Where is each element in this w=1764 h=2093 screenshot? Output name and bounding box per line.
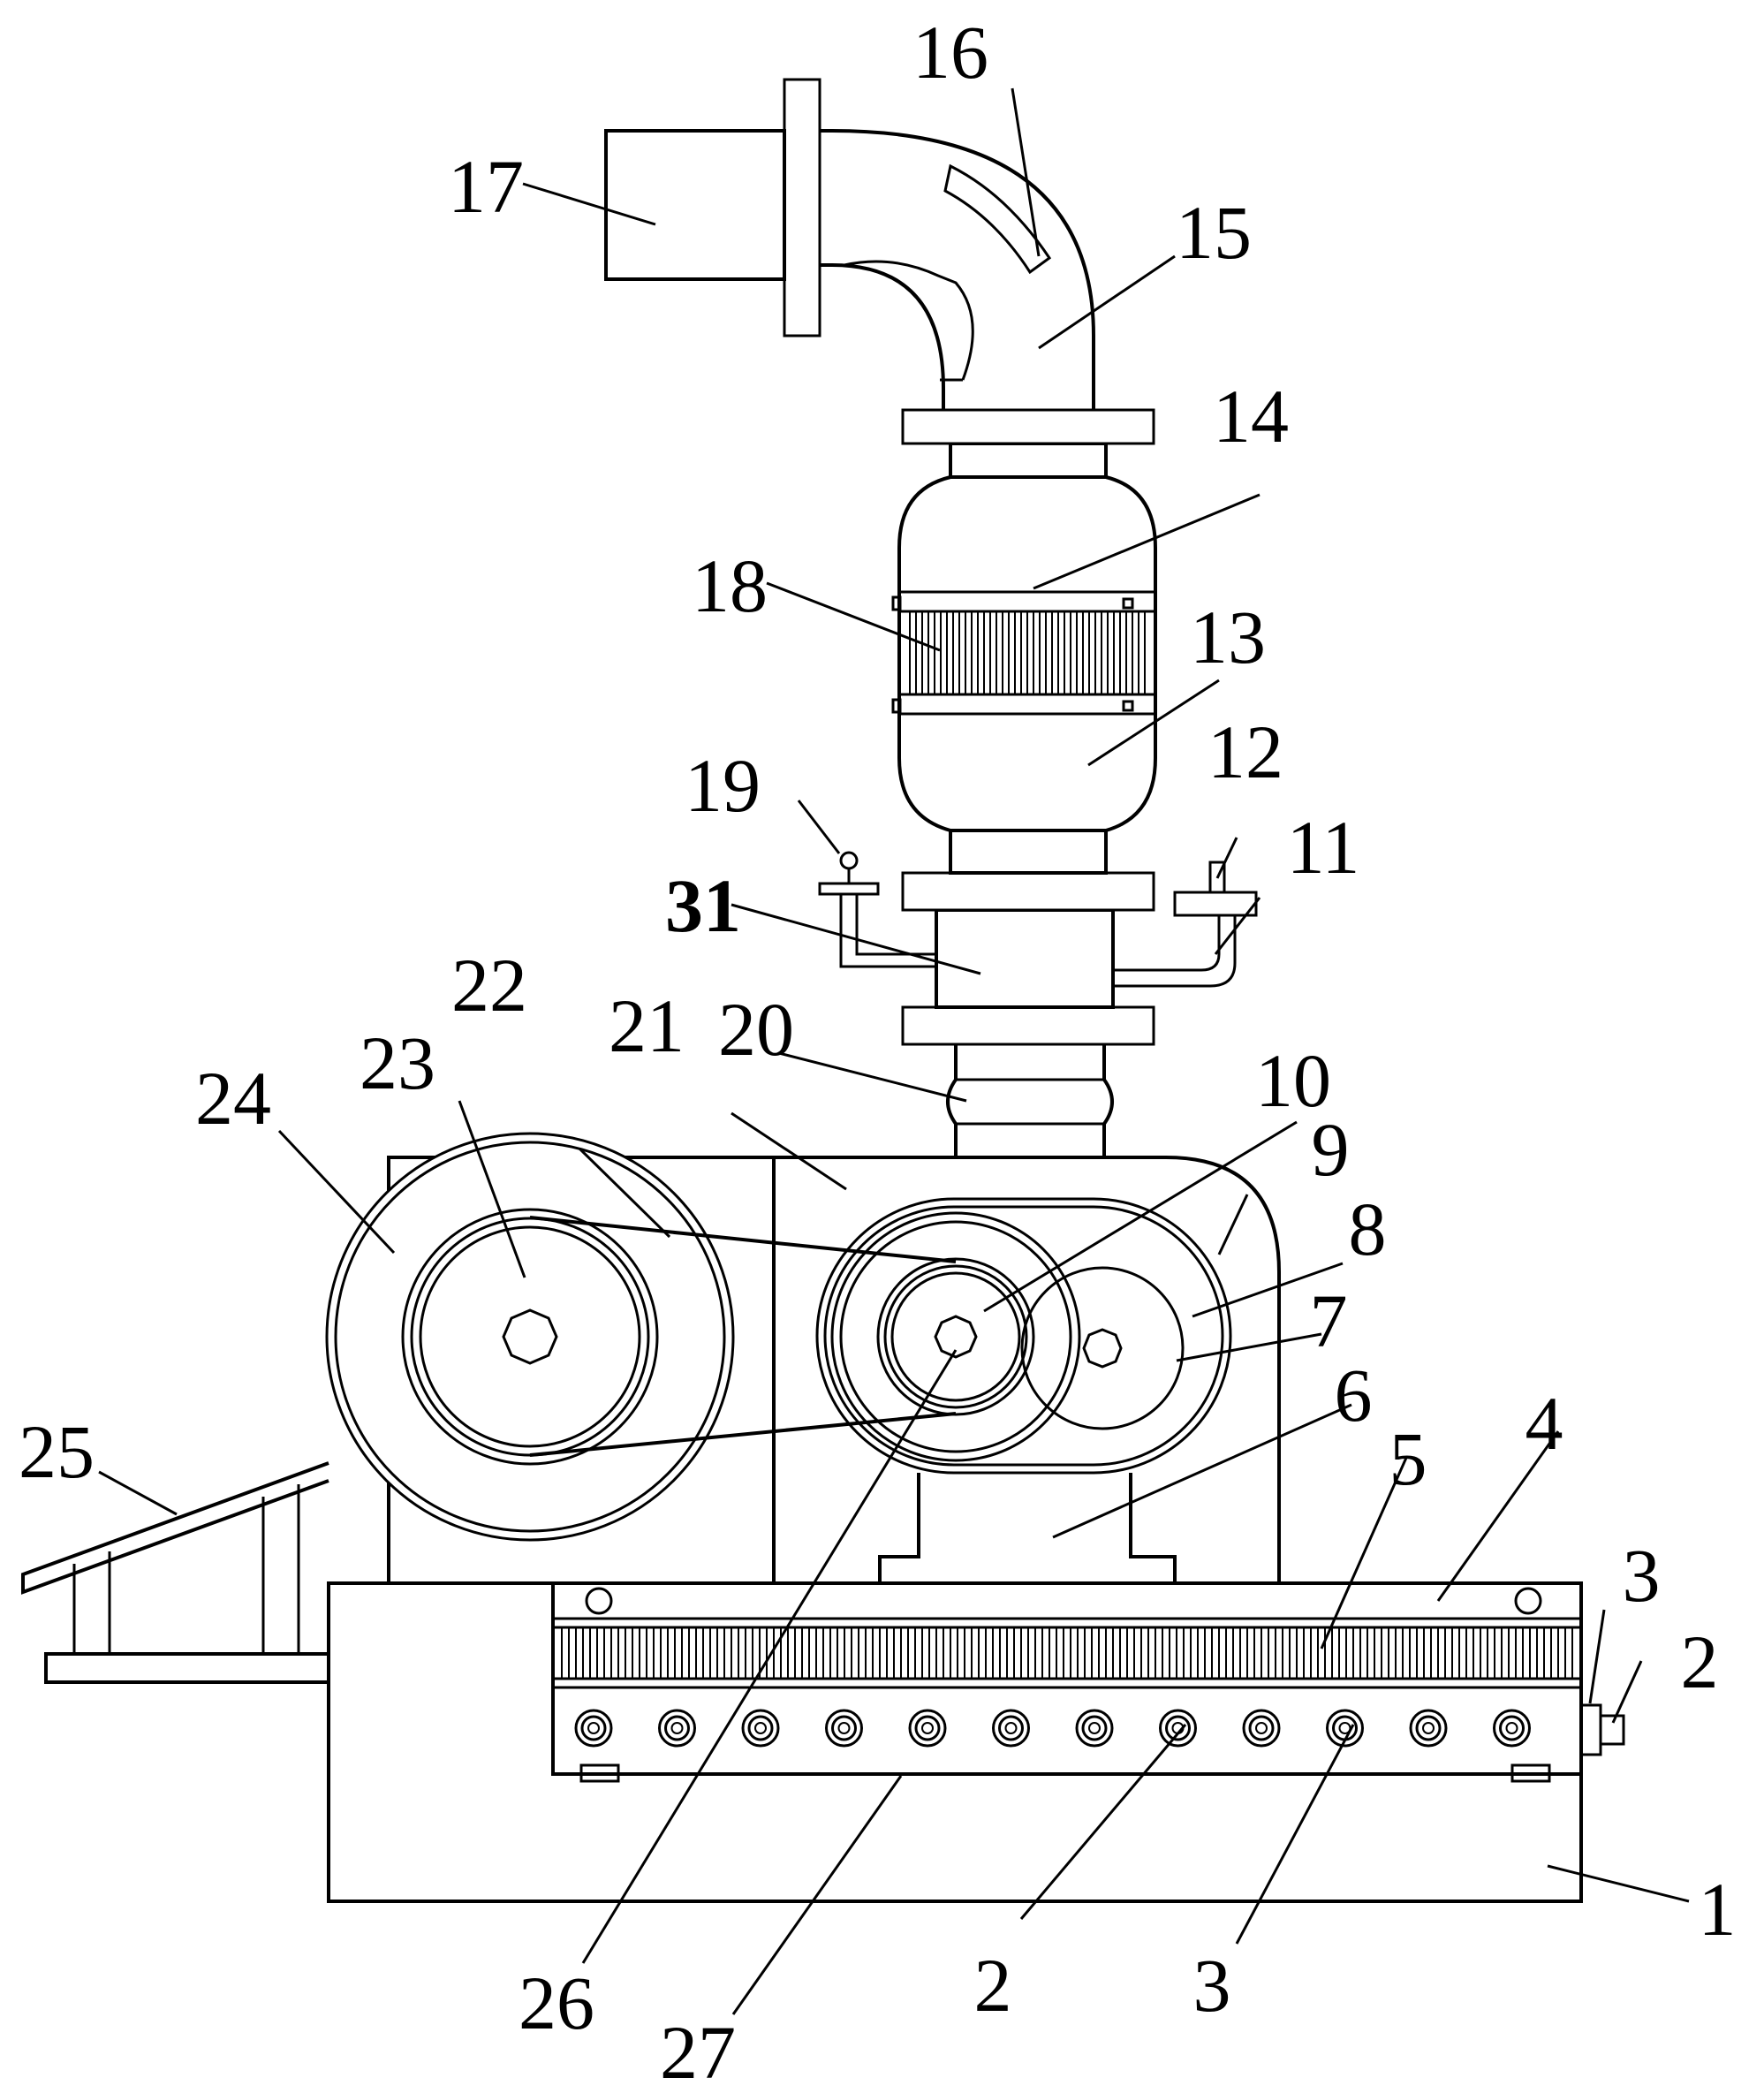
label-14: 14 [1213,374,1289,459]
label-5: 5 [1389,1416,1427,1501]
label-3-roller: 3 [1193,1943,1231,2028]
label-8: 8 [1349,1187,1387,1271]
filter-screen [909,611,1146,694]
vertical-column [818,829,1258,1157]
label-15: 15 [1176,190,1252,275]
roller-bolt [825,1709,863,1748]
large-pulley [325,1132,735,1542]
label-23: 23 [360,1020,435,1105]
label-7: 7 [1310,1278,1348,1363]
label-31: 31 [665,863,741,948]
label-11: 11 [1287,805,1360,890]
label-1: 1 [1699,1867,1737,1952]
feed-ramp [21,1461,330,1684]
callout-labels: 1 2 3 4 5 6 7 8 9 10 11 12 13 14 15 16 1… [19,10,1737,2093]
label-25: 25 [19,1409,95,1494]
label-21: 21 [609,983,685,1068]
roller-bolt [908,1709,947,1748]
label-2-roller: 2 [974,1943,1012,2028]
conveyor-belt-teeth [561,1627,1573,1679]
label-24: 24 [195,1056,271,1141]
roller-bolt [1409,1709,1448,1748]
label-10: 10 [1255,1038,1331,1123]
roller-bolt [1242,1709,1281,1748]
roller-bolt [1159,1709,1197,1748]
crushing-roller-pair [815,1197,1232,1475]
label-4: 4 [1526,1381,1563,1466]
elbow-pipe [604,78,1095,410]
roller-bolt [658,1709,696,1748]
label-20: 20 [718,987,794,1072]
roller-bolt [1493,1709,1531,1748]
label-3-motor: 3 [1623,1533,1661,1618]
roller-row [574,1709,1531,1748]
label-12: 12 [1208,709,1283,794]
roller-bolt [741,1709,780,1748]
label-19: 19 [685,743,761,828]
support-pedestal [878,1473,1177,1583]
label-2-motor: 2 [1681,1619,1719,1704]
label-27: 27 [660,2010,736,2093]
roller-bolt [992,1709,1030,1748]
roller-bolt [1075,1709,1114,1748]
conveyor-assembly [551,1581,1625,1783]
label-26: 26 [519,1960,594,2045]
label-6: 6 [1335,1353,1373,1437]
label-22: 22 [451,943,527,1028]
label-13: 13 [1190,595,1266,679]
label-18: 18 [692,543,768,628]
label-9: 9 [1312,1107,1350,1192]
drive-belt [529,1216,957,1457]
base-frame [327,1581,1583,1903]
label-17: 17 [448,144,524,229]
label-16: 16 [912,10,988,95]
filter-tank [891,408,1157,832]
roller-bolt [574,1709,613,1748]
leader-lines [98,87,1690,2015]
